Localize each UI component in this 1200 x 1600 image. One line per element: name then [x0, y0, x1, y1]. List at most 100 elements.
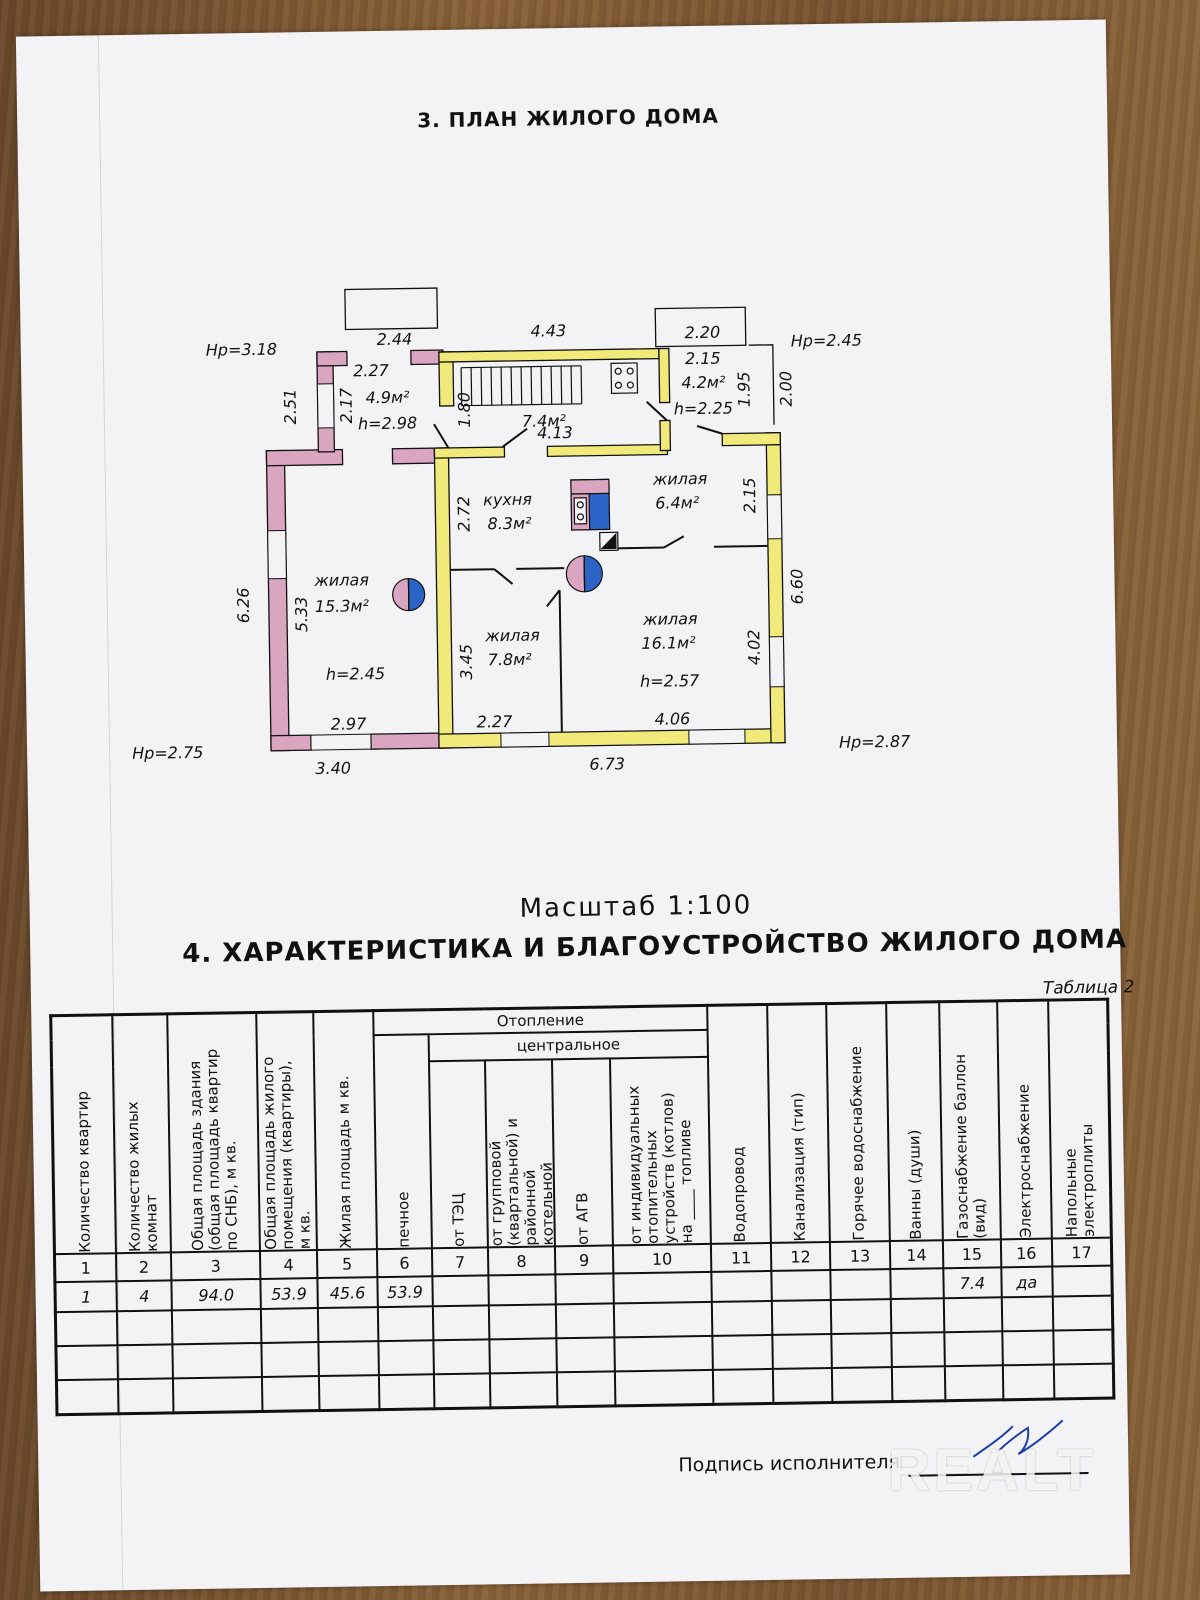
room-name-living-ne: жилая [652, 469, 708, 489]
dimension-label: 2.72 [454, 496, 474, 532]
dimension-label: 6.26 [234, 587, 254, 623]
header-text: Общая площадь здания (общая площадь квар… [186, 1048, 242, 1252]
room-area-hall-mid: 7.4м² [522, 411, 567, 431]
column-number: 11 [711, 1242, 772, 1272]
header-text: от АГВ [573, 1192, 593, 1246]
cell-total-apartment-area: 53.9 [260, 1278, 319, 1309]
room-area-living-ne: 6.4м² [655, 493, 700, 513]
header-cell: от групповой (квартальной) и районной ко… [484, 1059, 557, 1248]
header-text: Газоснабжение баллон (вид) [950, 1053, 989, 1240]
cell-rooms: 4 [116, 1280, 173, 1312]
room-name-kitchen: кухня [483, 490, 532, 510]
staircase [460, 365, 583, 407]
room-area-living-w: 15.3м² [315, 596, 370, 616]
scale-label: Масштаб 1:100 [519, 890, 753, 924]
column-number: 8 [487, 1246, 556, 1276]
room-area-living-se: 16.1м² [641, 633, 696, 653]
cell-total-building-area: 94.0 [171, 1278, 261, 1311]
column-number: 9 [555, 1245, 614, 1275]
header-cell: Количество жилых комнат [112, 1013, 172, 1254]
height-mark-se: Hp=2.87 [839, 732, 911, 752]
header-cell: Количество квартир [50, 1014, 117, 1255]
dimension-label: 1.95 [734, 371, 754, 407]
windows [267, 383, 785, 751]
room-height-living-se: h=2.57 [640, 671, 700, 691]
dimension-label: 2.00 [776, 371, 796, 407]
column-number: 12 [770, 1242, 831, 1271]
room-area-hall-left: 4.9м² [365, 388, 410, 408]
dimension-label: 4.13 [537, 423, 573, 443]
dimension-label: 4.43 [530, 321, 566, 341]
dimension-label: 6.73 [589, 754, 625, 774]
dimension-label: 2.20 [684, 323, 720, 343]
header-text: от индивидуальных отопительных устройств… [624, 1085, 696, 1245]
header-text: Ванны (души) [905, 1129, 925, 1240]
column-number: 3 [171, 1250, 261, 1281]
column-number: 1 [54, 1253, 117, 1283]
floor-plan: Hp=3.18 Hp=2.45 Hp=2.75 Hp=2.87 2.44 2.2… [132, 287, 911, 778]
cell-empty [771, 1270, 832, 1301]
table-label: Таблица 2 [1042, 977, 1135, 999]
column-number: 10 [612, 1243, 712, 1274]
room-name-living-w: жилая [313, 570, 369, 590]
dimension-label: 4.02 [744, 629, 764, 665]
cell-living-area: 45.6 [317, 1277, 378, 1309]
cell-empty [432, 1275, 489, 1307]
room-height-hall-right: h=2.25 [674, 398, 733, 418]
dimension-label: 3.40 [315, 758, 351, 778]
cell-electricity: да [1000, 1266, 1053, 1298]
header-text: Напольные электроплиты [1061, 1123, 1099, 1238]
cell-stove-heating: 53.9 [377, 1276, 433, 1308]
header-cell: от АГВ [552, 1058, 613, 1247]
header-text: от ТЭЦ [449, 1192, 469, 1247]
room-height-hall-left: h=2.98 [358, 413, 417, 433]
room-name-living-c: жилая [484, 625, 540, 645]
heating-stove-icon [565, 555, 603, 593]
cell-empty [1052, 1265, 1113, 1297]
room-area-kitchen: 8.3м² [487, 514, 532, 534]
header-text: Горячее водоснабжение [847, 1045, 869, 1241]
realt-watermark: REALT [888, 1438, 1098, 1503]
column-number: 2 [116, 1252, 172, 1282]
header-text: от групповой (квартальной) и районной ко… [485, 1117, 557, 1247]
dimension-label: 2.15 [685, 349, 721, 369]
cell-empty [487, 1274, 557, 1306]
header-text: Электроснабжение [1014, 1084, 1035, 1239]
characteristics-table: Количество квартир Количество жилых комн… [49, 997, 1116, 1417]
header-text: печное [393, 1191, 413, 1248]
header-cell: Электроснабжение [996, 1000, 1052, 1240]
header-text: Жилая площадь м кв. [334, 1075, 356, 1249]
dimension-label: 1.80 [454, 392, 474, 428]
header-cell: печное [373, 1034, 433, 1250]
header-cell: Водопровод [707, 1004, 771, 1244]
column-number: 16 [1000, 1238, 1053, 1268]
header-text: Водопровод [729, 1146, 750, 1243]
cell-empty [555, 1273, 614, 1305]
dimension-label: 2.97 [331, 714, 368, 734]
section4-title: 4. ХАРАКТЕРИСТИКА И БЛАГОУСТРОЙСТВО ЖИЛО… [182, 924, 1128, 970]
cell-apartments: 1 [54, 1281, 117, 1313]
height-mark-sw: Hp=2.75 [132, 743, 204, 763]
dimension-label: 2.51 [280, 389, 300, 425]
dimension-label: 2.27 [477, 712, 514, 732]
dimension-label: 2.44 [377, 329, 413, 349]
column-number: 5 [317, 1249, 378, 1279]
dimension-label: 2.17 [336, 387, 356, 424]
header-cell: Газоснабжение баллон (вид) [939, 1000, 1001, 1241]
room-name-living-se: жилая [642, 609, 698, 629]
stove-icon [610, 362, 639, 394]
header-cell: от ТЭЦ [429, 1060, 488, 1249]
header-text: Количество жилых комнат [123, 1101, 161, 1253]
column-number: 17 [1051, 1237, 1112, 1267]
dimension-label: 2.27 [353, 361, 390, 381]
dimension-label: 6.60 [787, 569, 807, 605]
header-text: Общая площадь жилого помещения (квартиры… [258, 1056, 314, 1250]
heating-stove-icon [392, 577, 426, 612]
column-number: 6 [376, 1248, 433, 1278]
porch-outlines [344, 287, 775, 425]
column-number: 13 [830, 1241, 891, 1271]
room-area-living-c: 7.8м² [488, 650, 533, 670]
column-number: 15 [942, 1239, 1001, 1269]
column-number: 14 [889, 1240, 944, 1270]
header-cell: Жилая площадь м кв. [313, 1010, 377, 1251]
